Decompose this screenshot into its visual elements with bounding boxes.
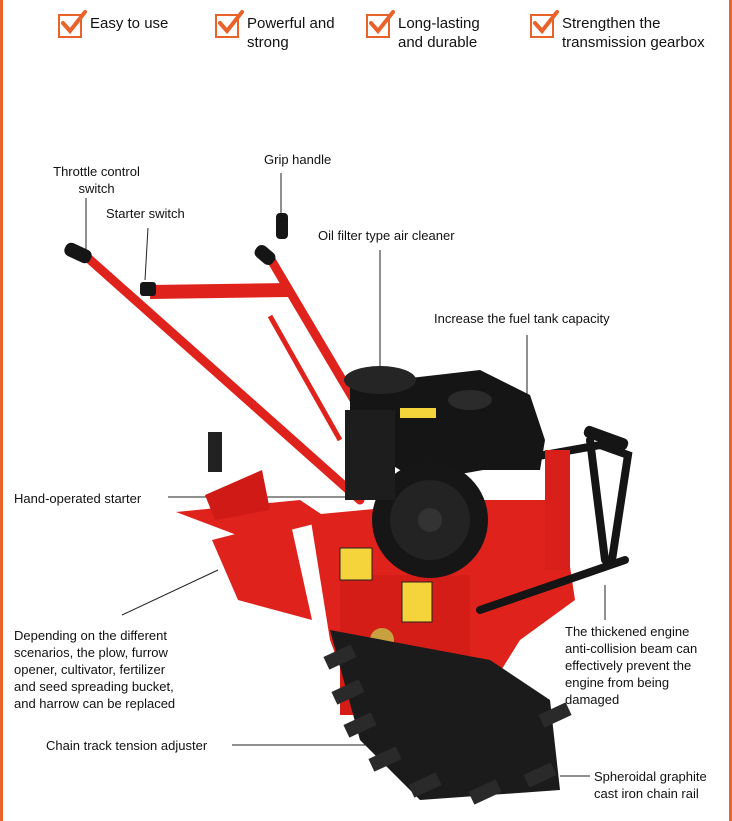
feature-powerful: Powerful and strong bbox=[215, 10, 335, 52]
label-anti-collision-beam: The thickened engine anti-collision beam… bbox=[565, 624, 698, 707]
feature-text: Strengthen the transmission gearbox bbox=[562, 15, 705, 51]
check-icon bbox=[58, 10, 87, 38]
feature-durable: Long-lasting and durable bbox=[366, 10, 480, 52]
feature-gearbox: Strengthen the transmission gearbox bbox=[530, 10, 705, 52]
label-chain-rail: Spheroidal graphite cast iron chain rail bbox=[594, 769, 707, 801]
feature-text: Powerful and strong bbox=[247, 15, 335, 51]
feature-text: Long-lasting and durable bbox=[398, 15, 480, 51]
label-fuel-tank: Increase the fuel tank capacity bbox=[434, 311, 610, 326]
check-icon bbox=[215, 10, 244, 38]
label-throttle: Throttle control switch bbox=[53, 164, 140, 196]
label-hand-starter: Hand-operated starter bbox=[14, 491, 142, 506]
feature-easy-to-use: Easy to use bbox=[58, 10, 169, 38]
label-attachments: Depending on the different scenarios, th… bbox=[14, 628, 176, 711]
feature-text: Easy to use bbox=[90, 15, 169, 32]
label-starter-switch: Starter switch bbox=[106, 206, 185, 221]
check-icon bbox=[366, 10, 395, 38]
label-air-cleaner: Oil filter type air cleaner bbox=[318, 228, 455, 243]
label-grip-handle: Grip handle bbox=[264, 152, 332, 167]
label-tension-adjuster: Chain track tension adjuster bbox=[46, 738, 208, 753]
check-icon bbox=[530, 10, 559, 38]
